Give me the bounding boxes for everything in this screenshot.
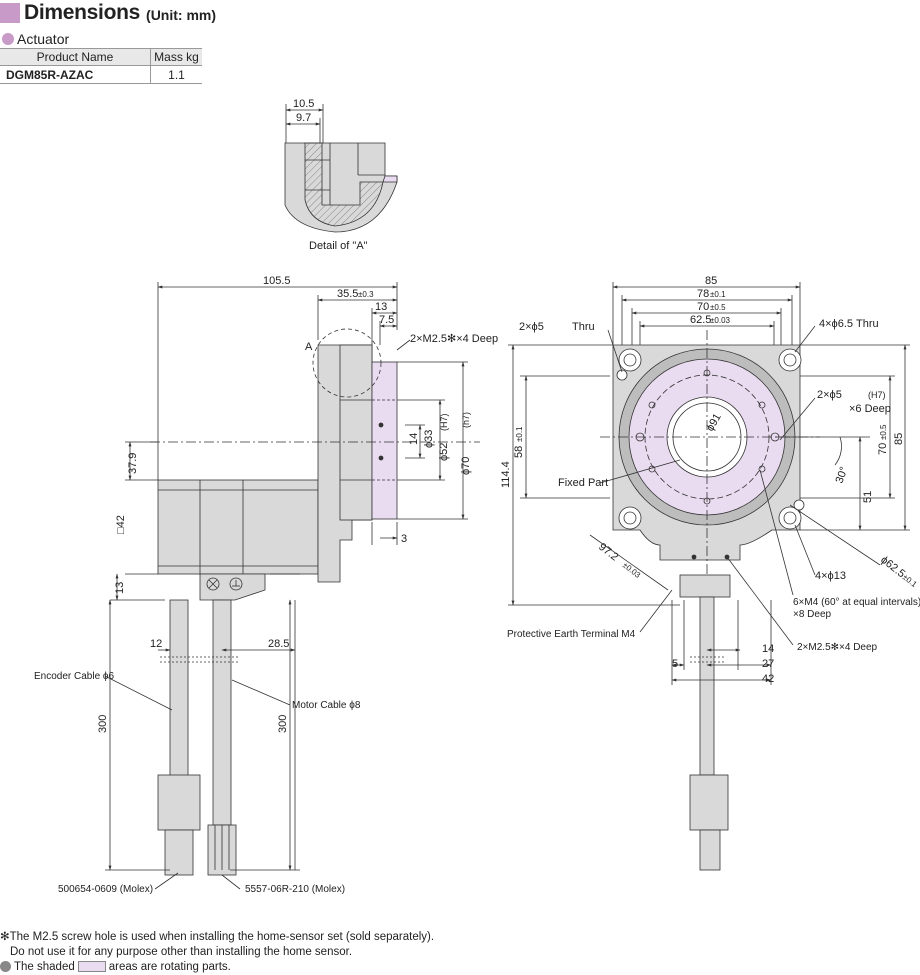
m4-holes-note: 6×M4 (60° at equal intervals)	[793, 597, 920, 608]
header: Dimensions (Unit: mm)	[0, 0, 216, 26]
dim-13-left: 13	[114, 582, 126, 594]
note-3-b: areas are rotating parts.	[108, 961, 231, 973]
screw-note: 2×M2.5✻×4 Deep	[410, 333, 498, 345]
dim-105-5: 105.5	[263, 275, 291, 287]
dim-58: 58	[513, 446, 525, 458]
mass-cell: 1.1	[150, 65, 202, 84]
dim-70-tol: ±0.5	[710, 303, 726, 312]
connector-a-label: 500654-0609 (Molex)	[58, 884, 153, 895]
dim-300-left: 300	[97, 715, 109, 733]
m4-depth-note: ×8 Deep	[793, 609, 832, 620]
dim-62-5: 62.5	[690, 314, 711, 326]
dim-9-7: 9.7	[296, 112, 311, 124]
dim-78-tol: ±0.1	[710, 290, 726, 299]
spec-header-row: Product Name Mass kg	[0, 48, 202, 66]
dim-70-right: 70	[877, 443, 889, 455]
section-label: Actuator	[17, 31, 70, 47]
col-mass: Mass kg	[150, 48, 202, 66]
dim-97-2-tol: ±0.03	[621, 560, 643, 580]
pin-hole-note: 2×ϕ5	[519, 321, 544, 333]
bullet-icon	[2, 33, 14, 45]
dim-14: 14	[408, 433, 420, 445]
dim-42: 42	[762, 673, 774, 685]
holes-13-note: 4×ϕ13	[815, 570, 846, 582]
motor-cable-label: Motor Cable ϕ8	[292, 700, 361, 711]
dim-114-4: 114.4	[500, 461, 512, 488]
dim-phi62-5-tol: ±0.1	[901, 572, 919, 589]
dim-10-5: 10.5	[293, 98, 314, 110]
dim-phi52-tol: (H7)	[439, 413, 449, 431]
dim-35-5: 35.5	[337, 288, 358, 300]
pin-hole-suffix: Thru	[572, 321, 595, 333]
dim-28-5: 28.5	[268, 638, 289, 650]
shade-swatch-icon	[77, 961, 106, 973]
front-view	[508, 282, 910, 871]
connector-b-label: 5557-06R-210 (Molex)	[245, 884, 345, 895]
product-name-cell: DGM85R-AZAC	[0, 65, 151, 84]
detail-a-view	[284, 104, 398, 233]
label-a: A	[305, 341, 313, 353]
dim-300-right: 300	[277, 715, 289, 733]
note-3: The shaded areas are rotating parts.	[0, 960, 434, 975]
dim-70: 70	[697, 301, 709, 313]
dim-35-5-tol: ±0.3	[358, 290, 374, 299]
section-heading: Actuator	[2, 31, 69, 47]
note-3-a: The shaded	[14, 961, 75, 973]
header-square-icon	[0, 3, 20, 23]
dim-sq42: □42	[115, 515, 127, 534]
dim-58-tol: ±0.1	[515, 426, 524, 442]
screw2-note: 2×M2.5✻×4 Deep	[797, 642, 878, 653]
dim-85-right: 85	[893, 433, 905, 445]
encoder-cable-label: Encoder Cable ϕ6	[34, 671, 115, 682]
dim-phi70: ϕ70	[460, 457, 472, 475]
dim-62-5-tol: ±0.03	[710, 316, 731, 325]
pin-hole2-note: 2×ϕ5	[817, 389, 842, 401]
dim-3: 3	[401, 533, 407, 545]
page-title: Dimensions	[24, 1, 141, 24]
dim-37-9: 37.9	[127, 453, 139, 474]
dim-85-top: 85	[705, 275, 717, 287]
spec-table: Product Name Mass kg DGM85R-AZAC 1.1	[0, 48, 202, 84]
table-row: DGM85R-AZAC 1.1	[0, 65, 202, 84]
pe-terminal-label: Protective Earth Terminal M4	[507, 629, 636, 640]
thru-holes-note: 4×ϕ6.5 Thru	[819, 318, 879, 330]
dim-phi33: ϕ33	[423, 430, 435, 448]
unit-label: (Unit: mm)	[146, 7, 217, 23]
dim-51: 51	[862, 491, 874, 503]
dim-27: 27	[762, 658, 774, 670]
dim-phi70-tol: (h7)	[461, 412, 471, 428]
detail-caption: Detail of "A"	[309, 240, 368, 252]
dim-70-right-tol: ±0.5	[879, 424, 888, 440]
dim-14-bottom: 14	[762, 643, 774, 655]
dim-7-5: 7.5	[379, 314, 394, 326]
pin-hole2-suffix: (H7)	[868, 390, 886, 400]
fixed-part-label: Fixed Part	[558, 477, 608, 489]
dim-78: 78	[697, 288, 709, 300]
dim-97-2: 97.2	[596, 541, 620, 564]
dim-phi52: ϕ52	[438, 443, 450, 461]
bullet-dot-icon	[0, 961, 11, 973]
col-product-name: Product Name	[0, 48, 151, 66]
side-view	[104, 282, 480, 890]
notes: ✻The M2.5 screw hole is used when instal…	[0, 930, 434, 975]
note-2: Do not use it for any purpose other than…	[10, 946, 353, 958]
pin-hole2-depth: ×6 Deep	[849, 403, 891, 415]
note-1: ✻The M2.5 screw hole is used when instal…	[0, 931, 435, 943]
dim-12: 12	[150, 638, 162, 650]
dim-5: 5	[672, 658, 678, 670]
dim-30-deg: 30°	[834, 465, 851, 485]
dim-13-top: 13	[375, 301, 387, 313]
